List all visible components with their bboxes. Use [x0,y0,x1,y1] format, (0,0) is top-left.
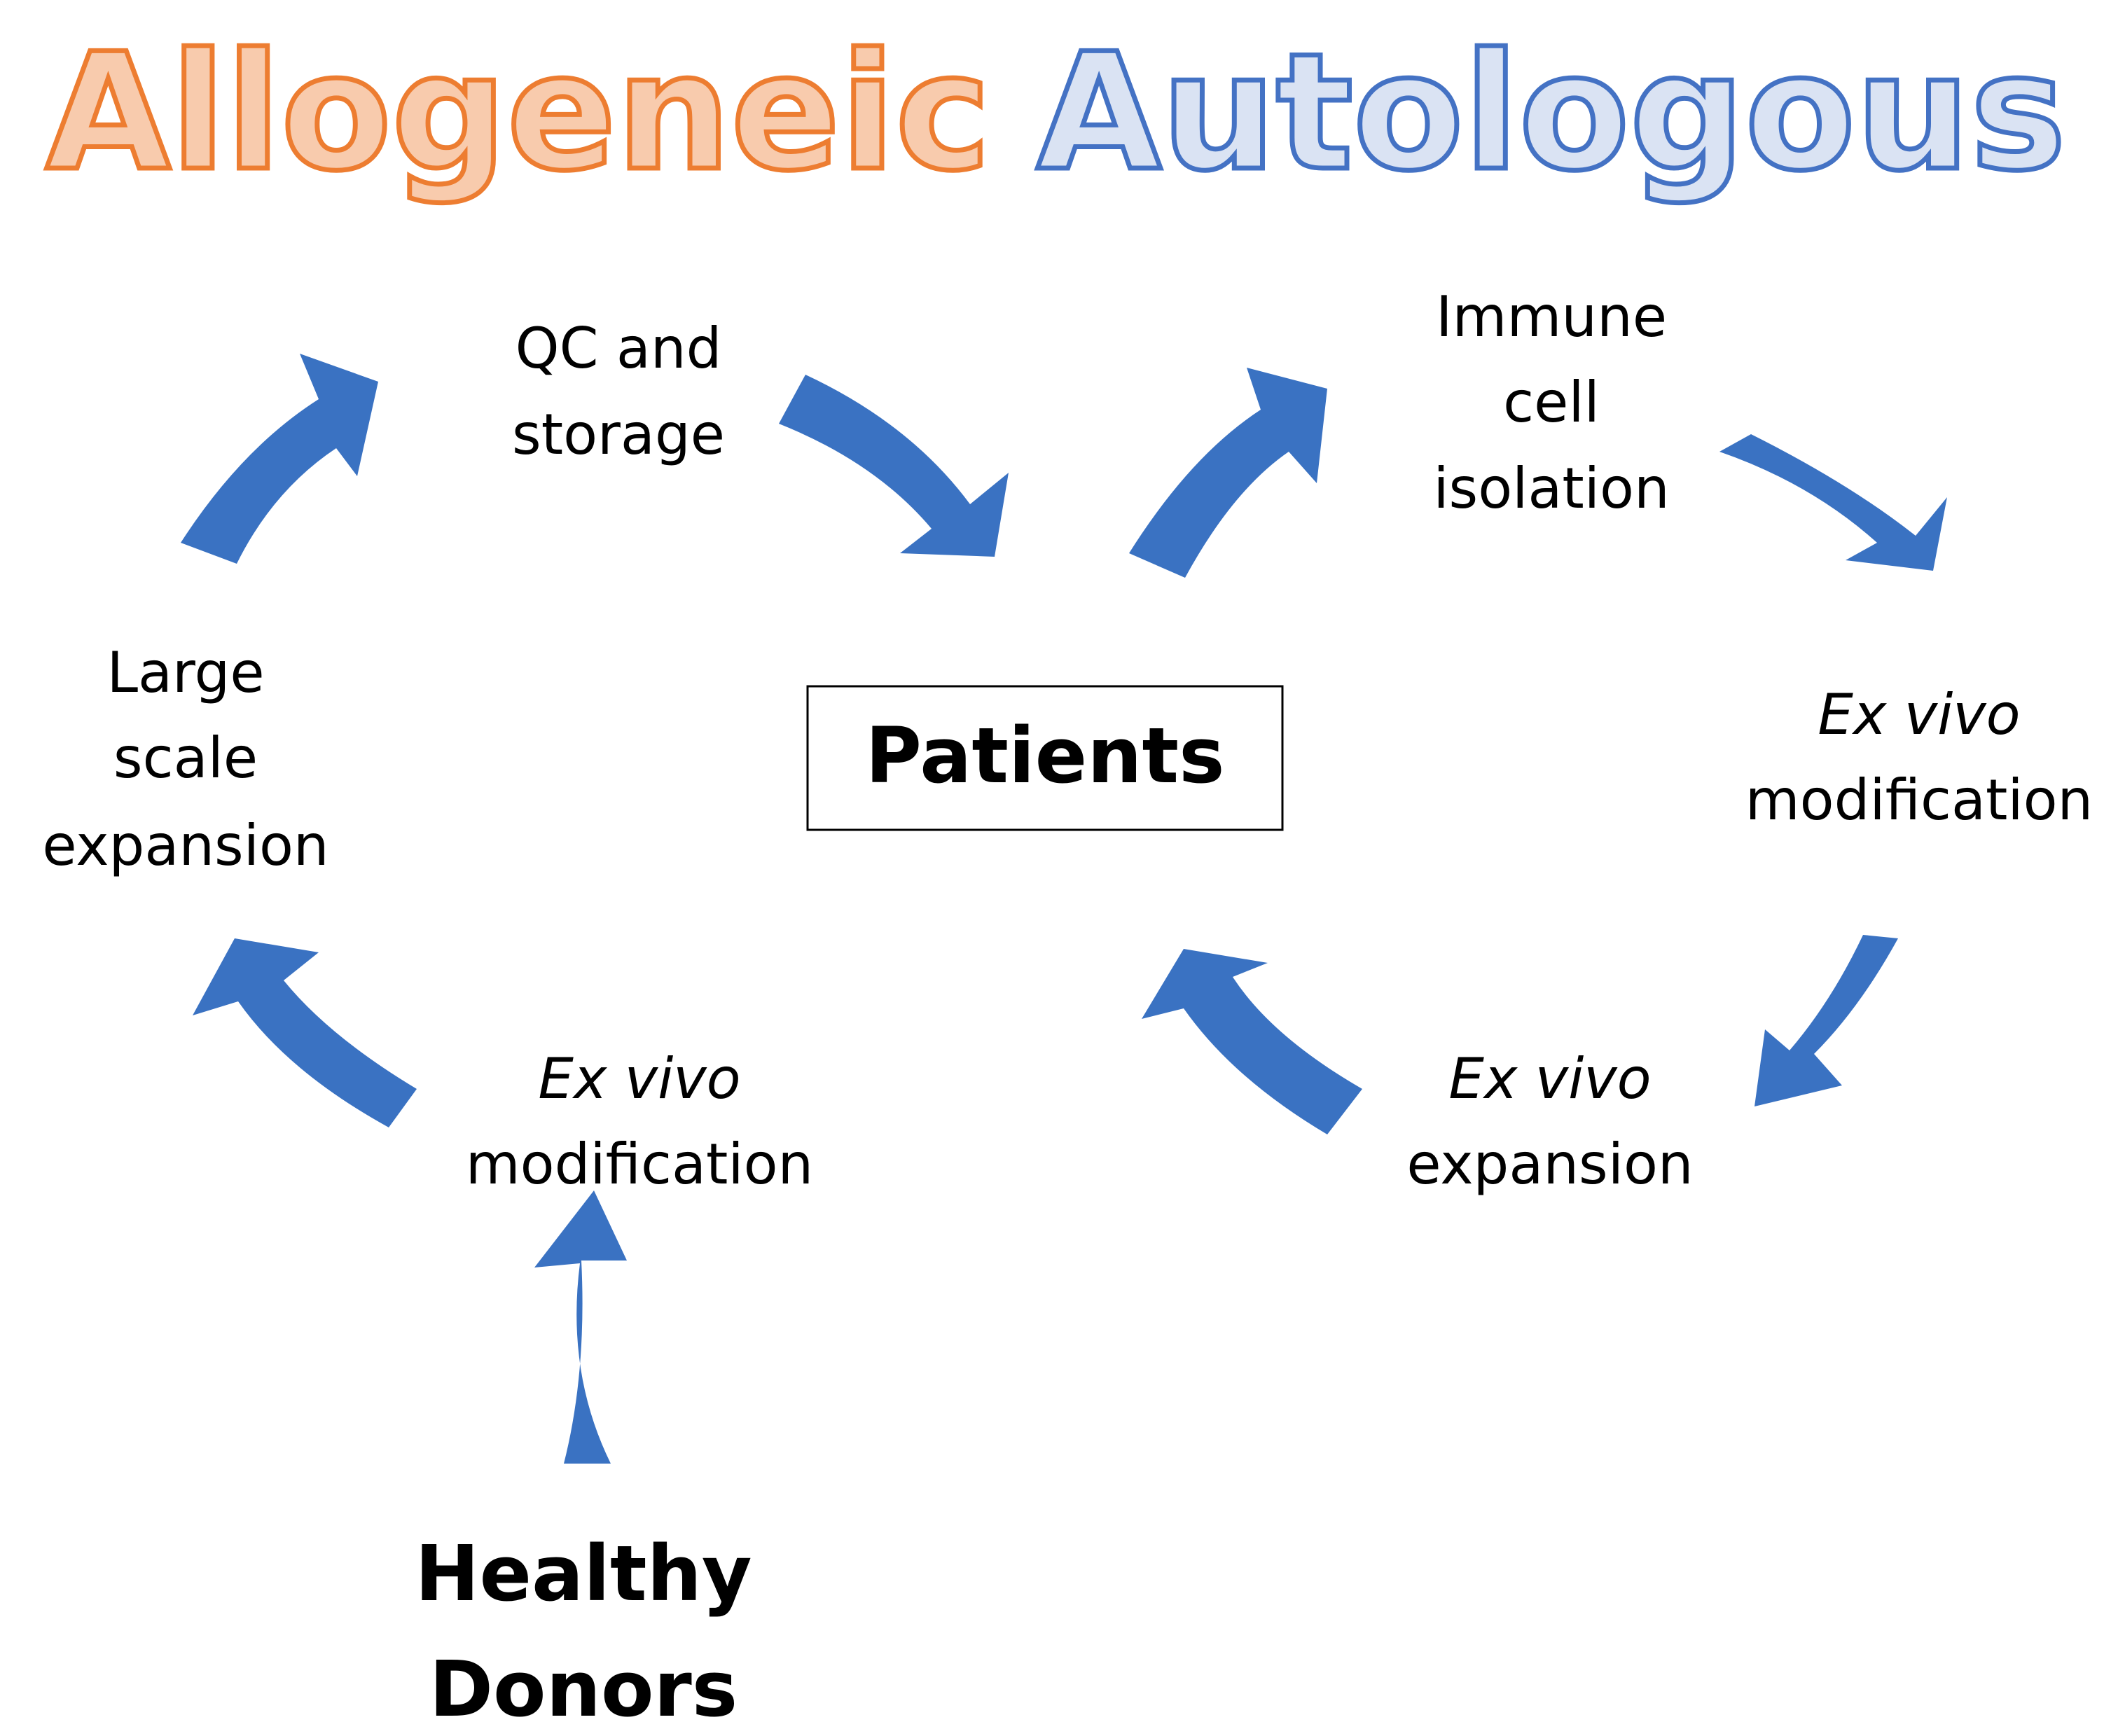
healthy-donors-line1: Healthy [415,1529,752,1618]
allo-mod-line2: modification [466,1132,814,1197]
arrow-qc-to-patients [779,375,1009,557]
autologous-modification-step: Ex vivo modification [1745,682,2093,833]
arrow-isolation-to-mod [1719,434,1947,571]
autologous-expansion-step: Ex vivo expansion [1406,1046,1693,1197]
large-scale-line2: scale [113,725,258,791]
large-scale-line3: expansion [42,813,328,878]
patients-box-border [806,685,1284,831]
autologous-arrows [1129,368,1947,1134]
auto-mod-line1: Ex vivo [1818,682,2020,747]
auto-exp-line2: expansion [1406,1132,1693,1197]
allogeneic-arrows [181,354,1009,1464]
large-scale-expansion-step: Large scale expansion [42,640,328,878]
allogeneic-modification-step: Ex vivo modification [466,1046,814,1197]
immune-cell-isolation-step: Immune cell isolation [1433,284,1669,521]
qc-storage-line1: QC and [515,316,722,381]
arrow-large-to-qc [181,354,378,564]
patients-box: Patients [806,685,1284,831]
healthy-donors: Healthy Donors [415,1529,752,1734]
isolation-line3: isolation [1433,456,1669,521]
arrow-mod-to-exp [1754,935,1898,1106]
autologous-heading: Autologous [1037,20,2066,207]
large-scale-line1: Large [106,640,264,705]
auto-mod-line2: modification [1745,768,2093,833]
qc-storage-step: QC and storage [512,316,725,467]
arrow-exp-to-patients [1142,949,1362,1134]
healthy-donors-line2: Donors [429,1644,738,1734]
isolation-line2: cell [1503,370,1600,435]
allogeneic-heading: Allogeneic [46,20,990,207]
arrow-donors-to-mod [534,1190,627,1464]
isolation-line1: Immune [1436,284,1667,349]
arrow-mod-to-large [193,938,417,1127]
arrow-patients-to-isolation [1129,368,1327,578]
patients-label: Patients [865,711,1224,800]
auto-exp-line1: Ex vivo [1448,1046,1651,1111]
qc-storage-line2: storage [512,402,725,467]
allo-mod-line1: Ex vivo [538,1046,740,1111]
